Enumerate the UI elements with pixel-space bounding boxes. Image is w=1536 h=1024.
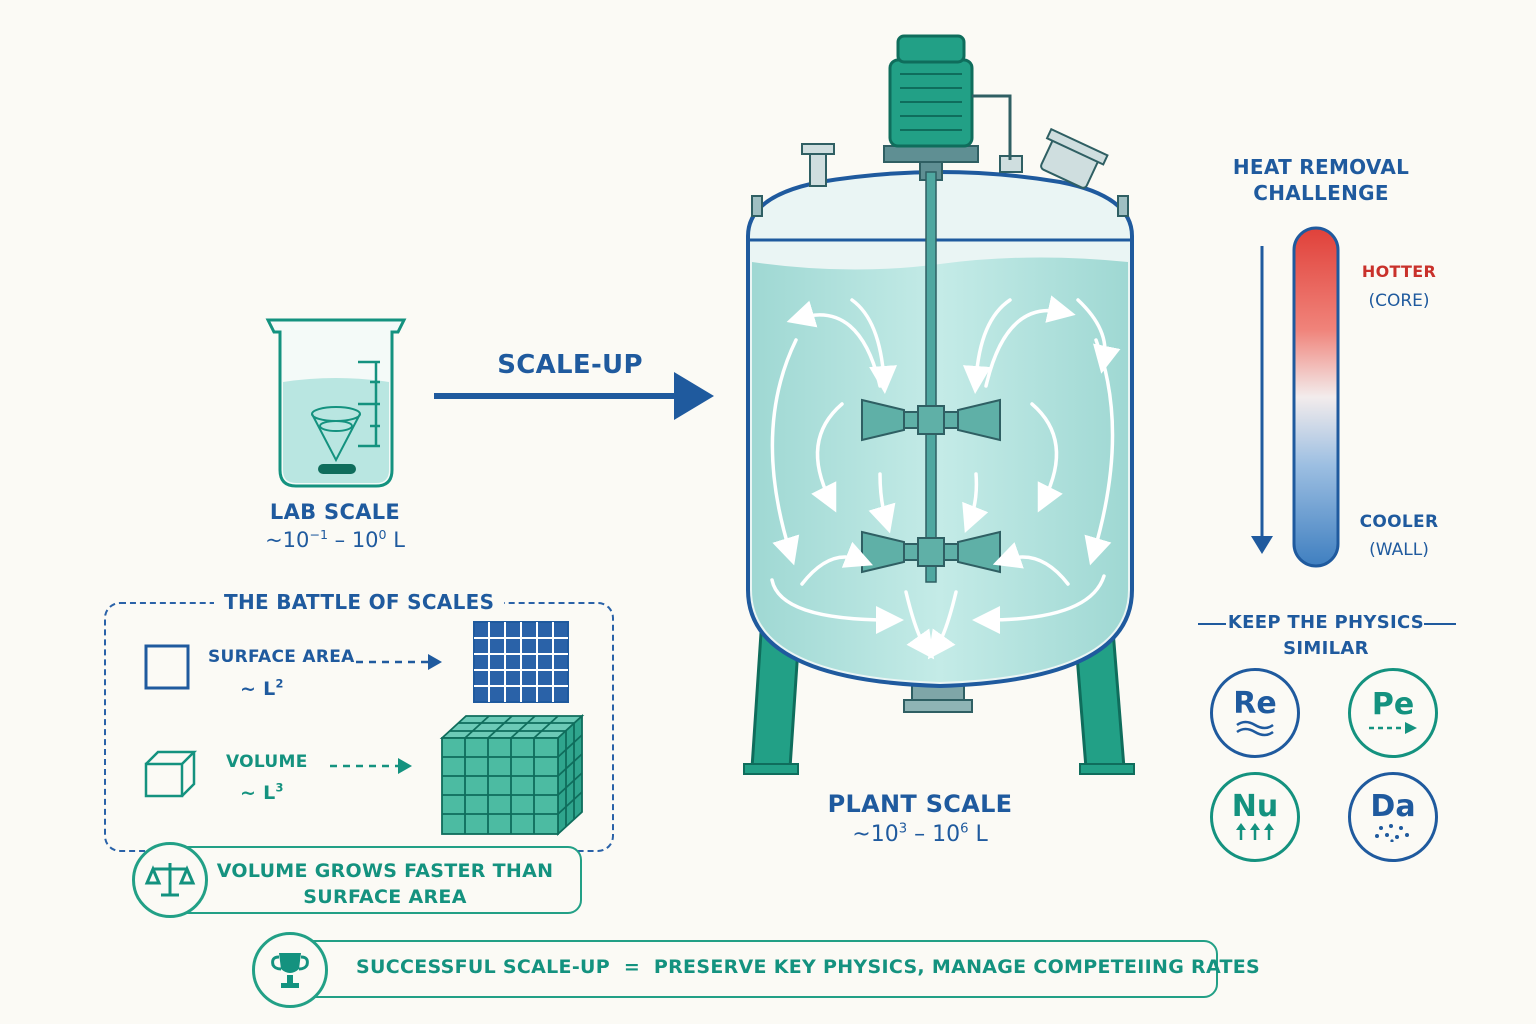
- damkohler-number-badge: Da: [1348, 772, 1438, 862]
- lab-beaker: [265, 318, 407, 488]
- scale-up-arrow: [434, 372, 714, 420]
- dots-icon: [1375, 824, 1409, 842]
- battle-of-scales-box: [104, 602, 614, 852]
- balance-scale-icon: [132, 842, 208, 918]
- surface-area-label: SURFACE AREA: [208, 647, 355, 667]
- dashed-arrow-icon: [1369, 722, 1417, 734]
- plant-reactor: [743, 34, 1135, 775]
- scale-up-label: SCALE-UP: [497, 350, 643, 380]
- surface-scaling: ~ L2: [240, 676, 284, 700]
- battle-title: THE BATTLE OF SCALES: [214, 590, 505, 614]
- battle-icons: [144, 621, 585, 837]
- nusselt-number-badge: Nu: [1210, 772, 1300, 862]
- hotter-sub: (CORE): [1368, 291, 1430, 311]
- summary-text: SUCCESSFUL SCALE-UP = PRESERVE KEY PHYSI…: [356, 956, 1261, 978]
- cooler-sub: (WALL): [1369, 540, 1429, 560]
- reynolds-number-badge: Re: [1210, 668, 1300, 758]
- hotter-label: HOTTER: [1361, 262, 1437, 281]
- volume-label: VOLUME: [226, 752, 308, 772]
- summary-pill: [286, 940, 1218, 998]
- temperature-gradient-bar: [1251, 226, 1340, 568]
- wave-icon: [1236, 720, 1274, 737]
- volume-scaling: ~ L3: [240, 780, 284, 804]
- plant-scale-title: PLANT SCALE: [827, 790, 1013, 818]
- lab-scale-title: LAB SCALE: [269, 500, 401, 524]
- lab-scale-range: ~10−1 – 100 L: [265, 527, 405, 552]
- trophy-icon: [252, 932, 328, 1008]
- peclet-number-badge: Pe: [1348, 668, 1438, 758]
- plant-scale-range: ~103 – 106 L: [852, 821, 988, 847]
- cooler-label: COOLER: [1359, 512, 1439, 532]
- up-arrows-icon: [1236, 823, 1274, 840]
